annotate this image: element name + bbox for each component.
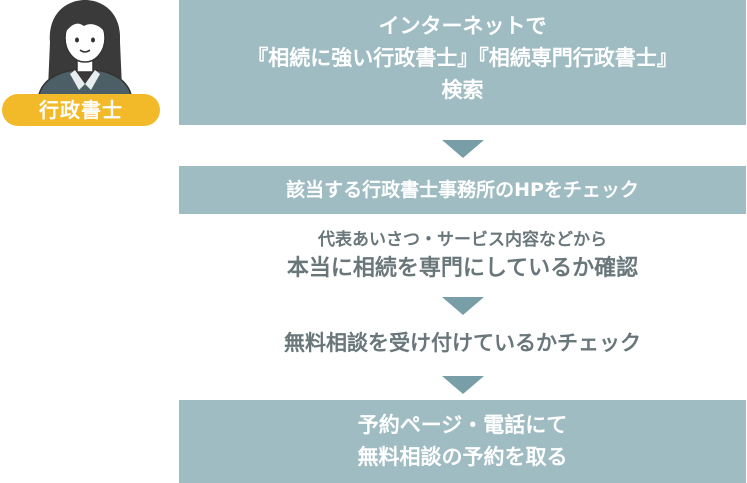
step-5-line-1: 予約ページ・電話にて xyxy=(357,413,568,437)
arrow-down-icon xyxy=(442,376,484,394)
woman-avatar-icon xyxy=(37,0,133,100)
step-2-line-1: 該当する行政書士事務所のHPをチェック xyxy=(286,179,639,201)
step-3-subtext: 代表あいさつ・サービス内容などから xyxy=(318,230,607,250)
step-5-line-2: 無料相談の予約を取る xyxy=(357,445,568,469)
step-1-line-1: インターネットで xyxy=(378,14,547,38)
arrow-down-icon xyxy=(442,297,484,315)
step-1-box: インターネットで 『相続に強い行政書士』『相続専門行政書士』 検索 xyxy=(179,0,746,125)
step-1-line-2: 『相続に強い行政書士』『相続専門行政書士』 xyxy=(247,46,678,70)
step-5-box: 予約ページ・電話にて 無料相談の予約を取る xyxy=(179,400,746,483)
step-1-line-3: 検索 xyxy=(441,78,484,102)
step-2-box: 該当する行政書士事務所のHPをチェック xyxy=(179,166,746,214)
step-4-text: 無料相談を受け付けているかチェック xyxy=(284,331,641,355)
arrow-down-icon xyxy=(442,140,484,158)
step-3-main-text: 本当に相続を専門にしているか確認 xyxy=(286,256,639,281)
role-badge: 行政書士 xyxy=(2,94,160,126)
